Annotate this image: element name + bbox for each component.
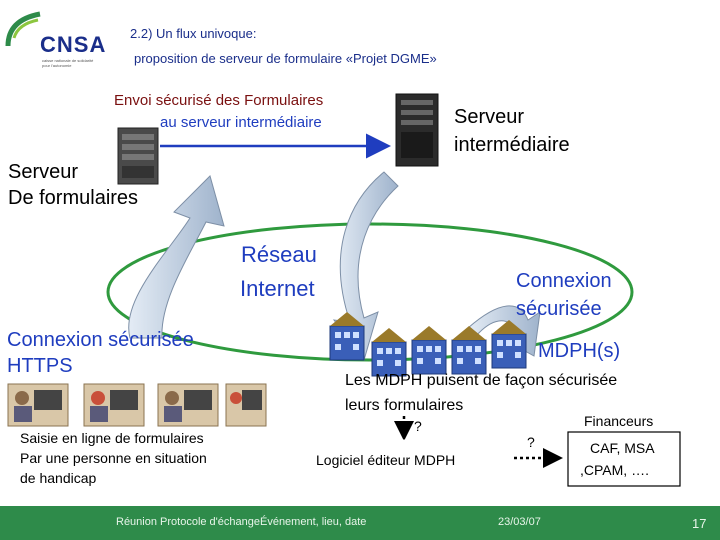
envoi-label-line1: Envoi sécurisé des Formulaires bbox=[114, 92, 324, 109]
form-server-label-line1: Serveur bbox=[8, 161, 79, 183]
https-label-line1: Connexion sécurisée bbox=[7, 329, 194, 351]
intermediate-server-label-line1: Serveur bbox=[454, 106, 525, 128]
caf-line2: ,CPAM, …. bbox=[580, 462, 649, 478]
caf-line1: CAF, MSA bbox=[590, 440, 655, 456]
reseau-label-line2: Internet bbox=[240, 276, 315, 301]
question-mark-2: ? bbox=[527, 434, 535, 450]
footer-date: 23/03/07 bbox=[498, 516, 541, 528]
page-title-line1: 2.2) Un flux univoque: bbox=[130, 26, 257, 41]
financeurs-label: Financeurs bbox=[584, 413, 654, 429]
mdph-puisent-line2: leurs formulaires bbox=[345, 397, 464, 414]
mdph-buildings-icon bbox=[329, 312, 527, 377]
cnsa-logo bbox=[5, 11, 41, 47]
connexion-label-line2: sécurisée bbox=[516, 298, 602, 320]
cnsa-logo-subtext: caisse nationale de solidarité pour l'au… bbox=[42, 58, 94, 68]
page-number: 17 bbox=[692, 516, 707, 531]
question-mark-1: ? bbox=[414, 418, 422, 434]
mdph-label: MDPH(s) bbox=[538, 340, 621, 362]
logiciel-label: Logiciel éditeur MDPH bbox=[316, 452, 456, 468]
https-label-line2: HTTPS bbox=[7, 355, 73, 377]
intermediate-server-icon bbox=[395, 93, 439, 167]
footer-bar: Réunion Protocole d'échangeÉvénement, li… bbox=[0, 506, 720, 540]
footer-event: Réunion Protocole d'échangeÉvénement, li… bbox=[116, 516, 367, 528]
saisie-line3: de handicap bbox=[20, 470, 97, 486]
saisie-line2: Par une personne en situation bbox=[20, 450, 207, 466]
connexion-label-line1: Connexion bbox=[516, 270, 612, 292]
cnsa-logo-text: CNSA bbox=[40, 32, 107, 57]
intermediate-server-label-line2: intermédiaire bbox=[454, 134, 570, 156]
envoi-label-line2: au serveur intermédiaire bbox=[160, 114, 322, 131]
logiciel-box bbox=[307, 439, 505, 483]
saisie-line1: Saisie en ligne de formulaires bbox=[20, 430, 204, 446]
upload-curved-arrow bbox=[128, 175, 225, 339]
financeurs-box bbox=[567, 431, 681, 487]
form-server-icon bbox=[117, 127, 159, 185]
form-server-label-line2: De formulaires bbox=[8, 187, 139, 209]
reseau-label-line1: Réseau bbox=[241, 242, 317, 267]
page-title-line2: proposition de serveur de formulaire «Pr… bbox=[134, 51, 437, 66]
mdph-puisent-line1: Les MDPH puisent de façon sécurisée bbox=[345, 372, 618, 389]
users-at-computers-icon bbox=[7, 383, 267, 427]
